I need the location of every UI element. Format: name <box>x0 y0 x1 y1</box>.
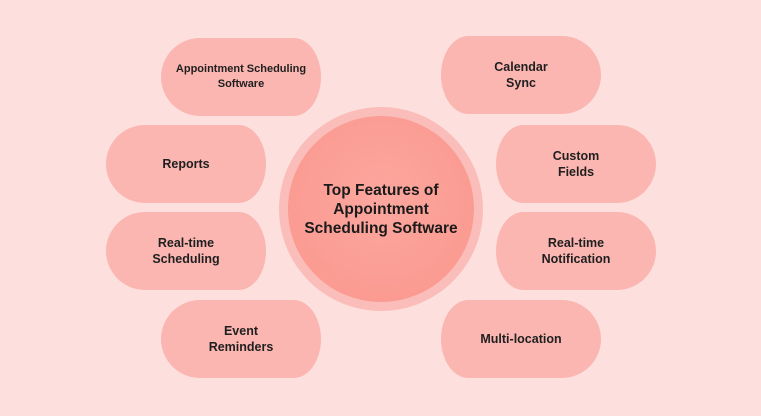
center-circle: Top Features of Appointment Scheduling S… <box>288 116 474 302</box>
feature-calendar-sync: Calendar Sync <box>441 36 601 114</box>
feature-custom-fields: Custom Fields <box>496 125 656 203</box>
feature-appointment-scheduling-software: Appointment Scheduling Software <box>161 38 321 116</box>
feature-real-time-notification: Real-time Notification <box>496 212 656 290</box>
feature-label: Appointment Scheduling Software <box>175 63 307 90</box>
feature-label: Event Reminders <box>208 324 274 354</box>
feature-label: Multi-location <box>480 332 562 346</box>
feature-reports: Reports <box>106 125 266 203</box>
feature-event-reminders: Event Reminders <box>161 300 321 378</box>
feature-label: Calendar Sync <box>494 60 548 90</box>
feature-label: Custom Fields <box>552 149 600 179</box>
center-title: Top Features of Appointment Scheduling S… <box>304 181 458 237</box>
feature-label: Real-time Notification <box>541 236 611 266</box>
feature-real-time-scheduling: Real-time Scheduling <box>106 212 266 290</box>
feature-multi-location: Multi-location <box>441 300 601 378</box>
feature-label: Real-time Scheduling <box>152 236 220 266</box>
feature-label: Reports <box>162 157 210 171</box>
